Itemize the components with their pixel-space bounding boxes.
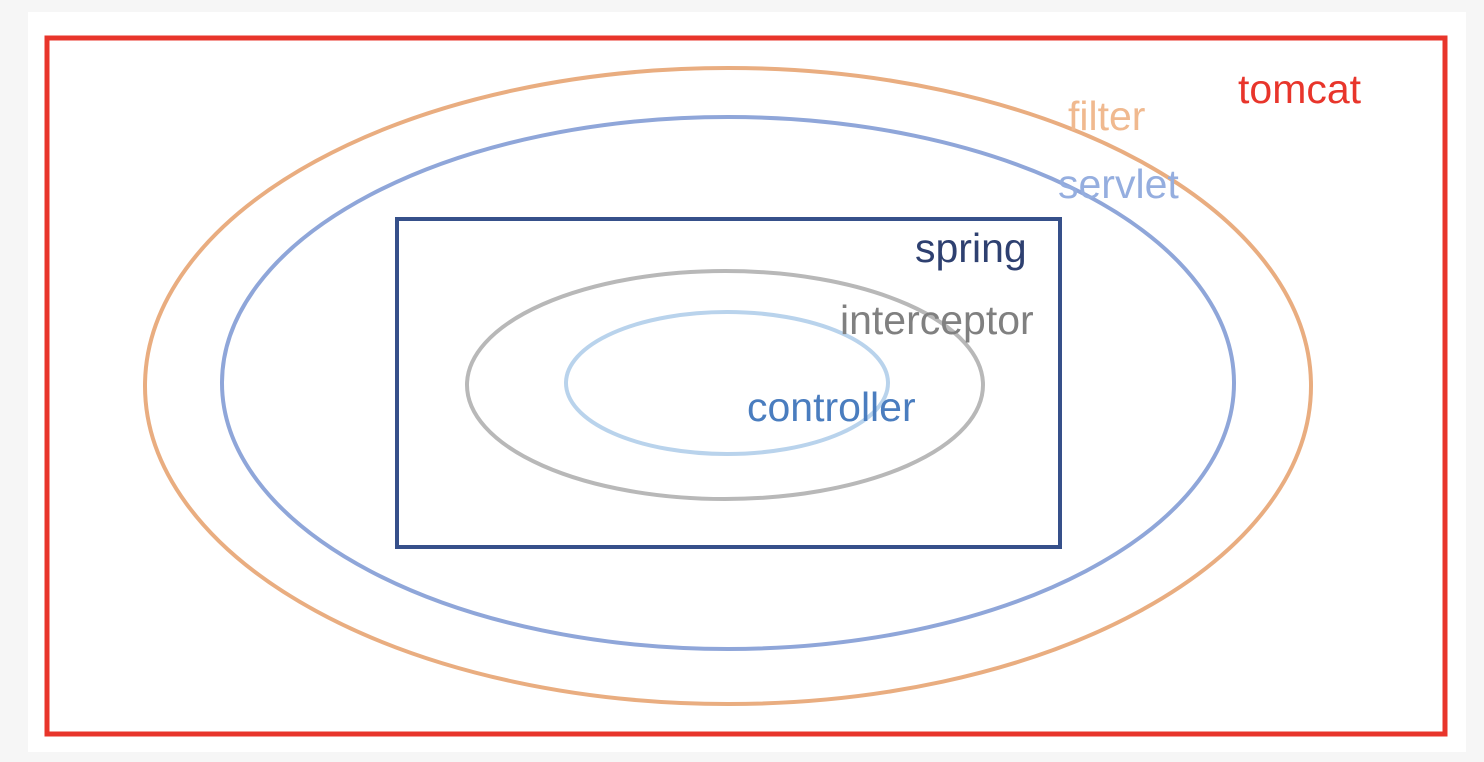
servlet-label: servlet (1058, 161, 1179, 207)
spring-boundary (395, 217, 1062, 549)
spring-label: spring (915, 225, 1027, 271)
filter-label: filter (1068, 93, 1145, 139)
controller-boundary (564, 310, 890, 456)
filter-boundary (143, 66, 1313, 706)
tomcat-boundary (44, 35, 1448, 737)
interceptor-boundary (465, 269, 985, 501)
interceptor-label: interceptor (840, 297, 1034, 343)
servlet-boundary (220, 115, 1236, 651)
controller-label: controller (747, 384, 916, 430)
tomcat-label: tomcat (1238, 66, 1362, 112)
diagram-canvas (28, 12, 1466, 752)
